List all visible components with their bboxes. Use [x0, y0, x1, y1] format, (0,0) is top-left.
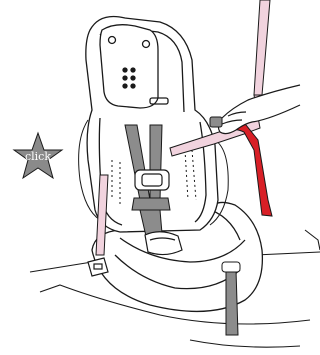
chest-clip [135, 170, 169, 190]
crotch-buckle [145, 232, 182, 255]
belt-clip [88, 258, 108, 276]
strap-clip [210, 117, 222, 127]
star-icon[interactable] [14, 133, 62, 178]
